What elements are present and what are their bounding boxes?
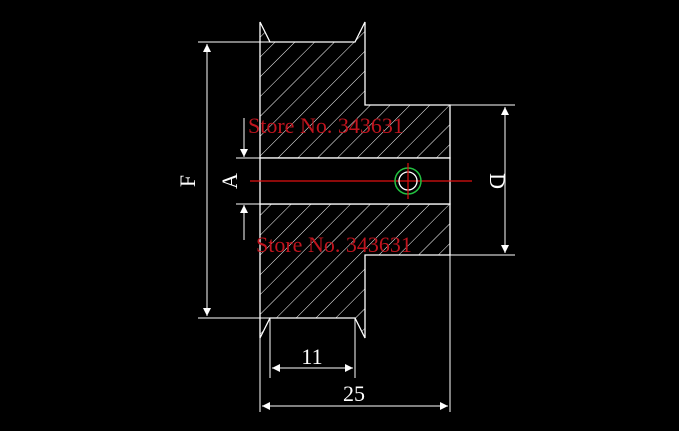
watermark-top: Store No. 343631 [248,113,404,138]
label-belt-width: 11 [301,344,322,369]
label-d: D [485,173,510,189]
label-a: A [217,173,242,189]
dimension-lines [203,44,509,410]
label-f: F [175,175,200,187]
set-screw-hole-icon [394,163,422,199]
label-total-width: 25 [343,381,365,406]
watermark-bottom: Store No. 343631 [256,232,412,257]
extension-lines [198,41,515,412]
hatched-section-bottom [259,203,451,339]
